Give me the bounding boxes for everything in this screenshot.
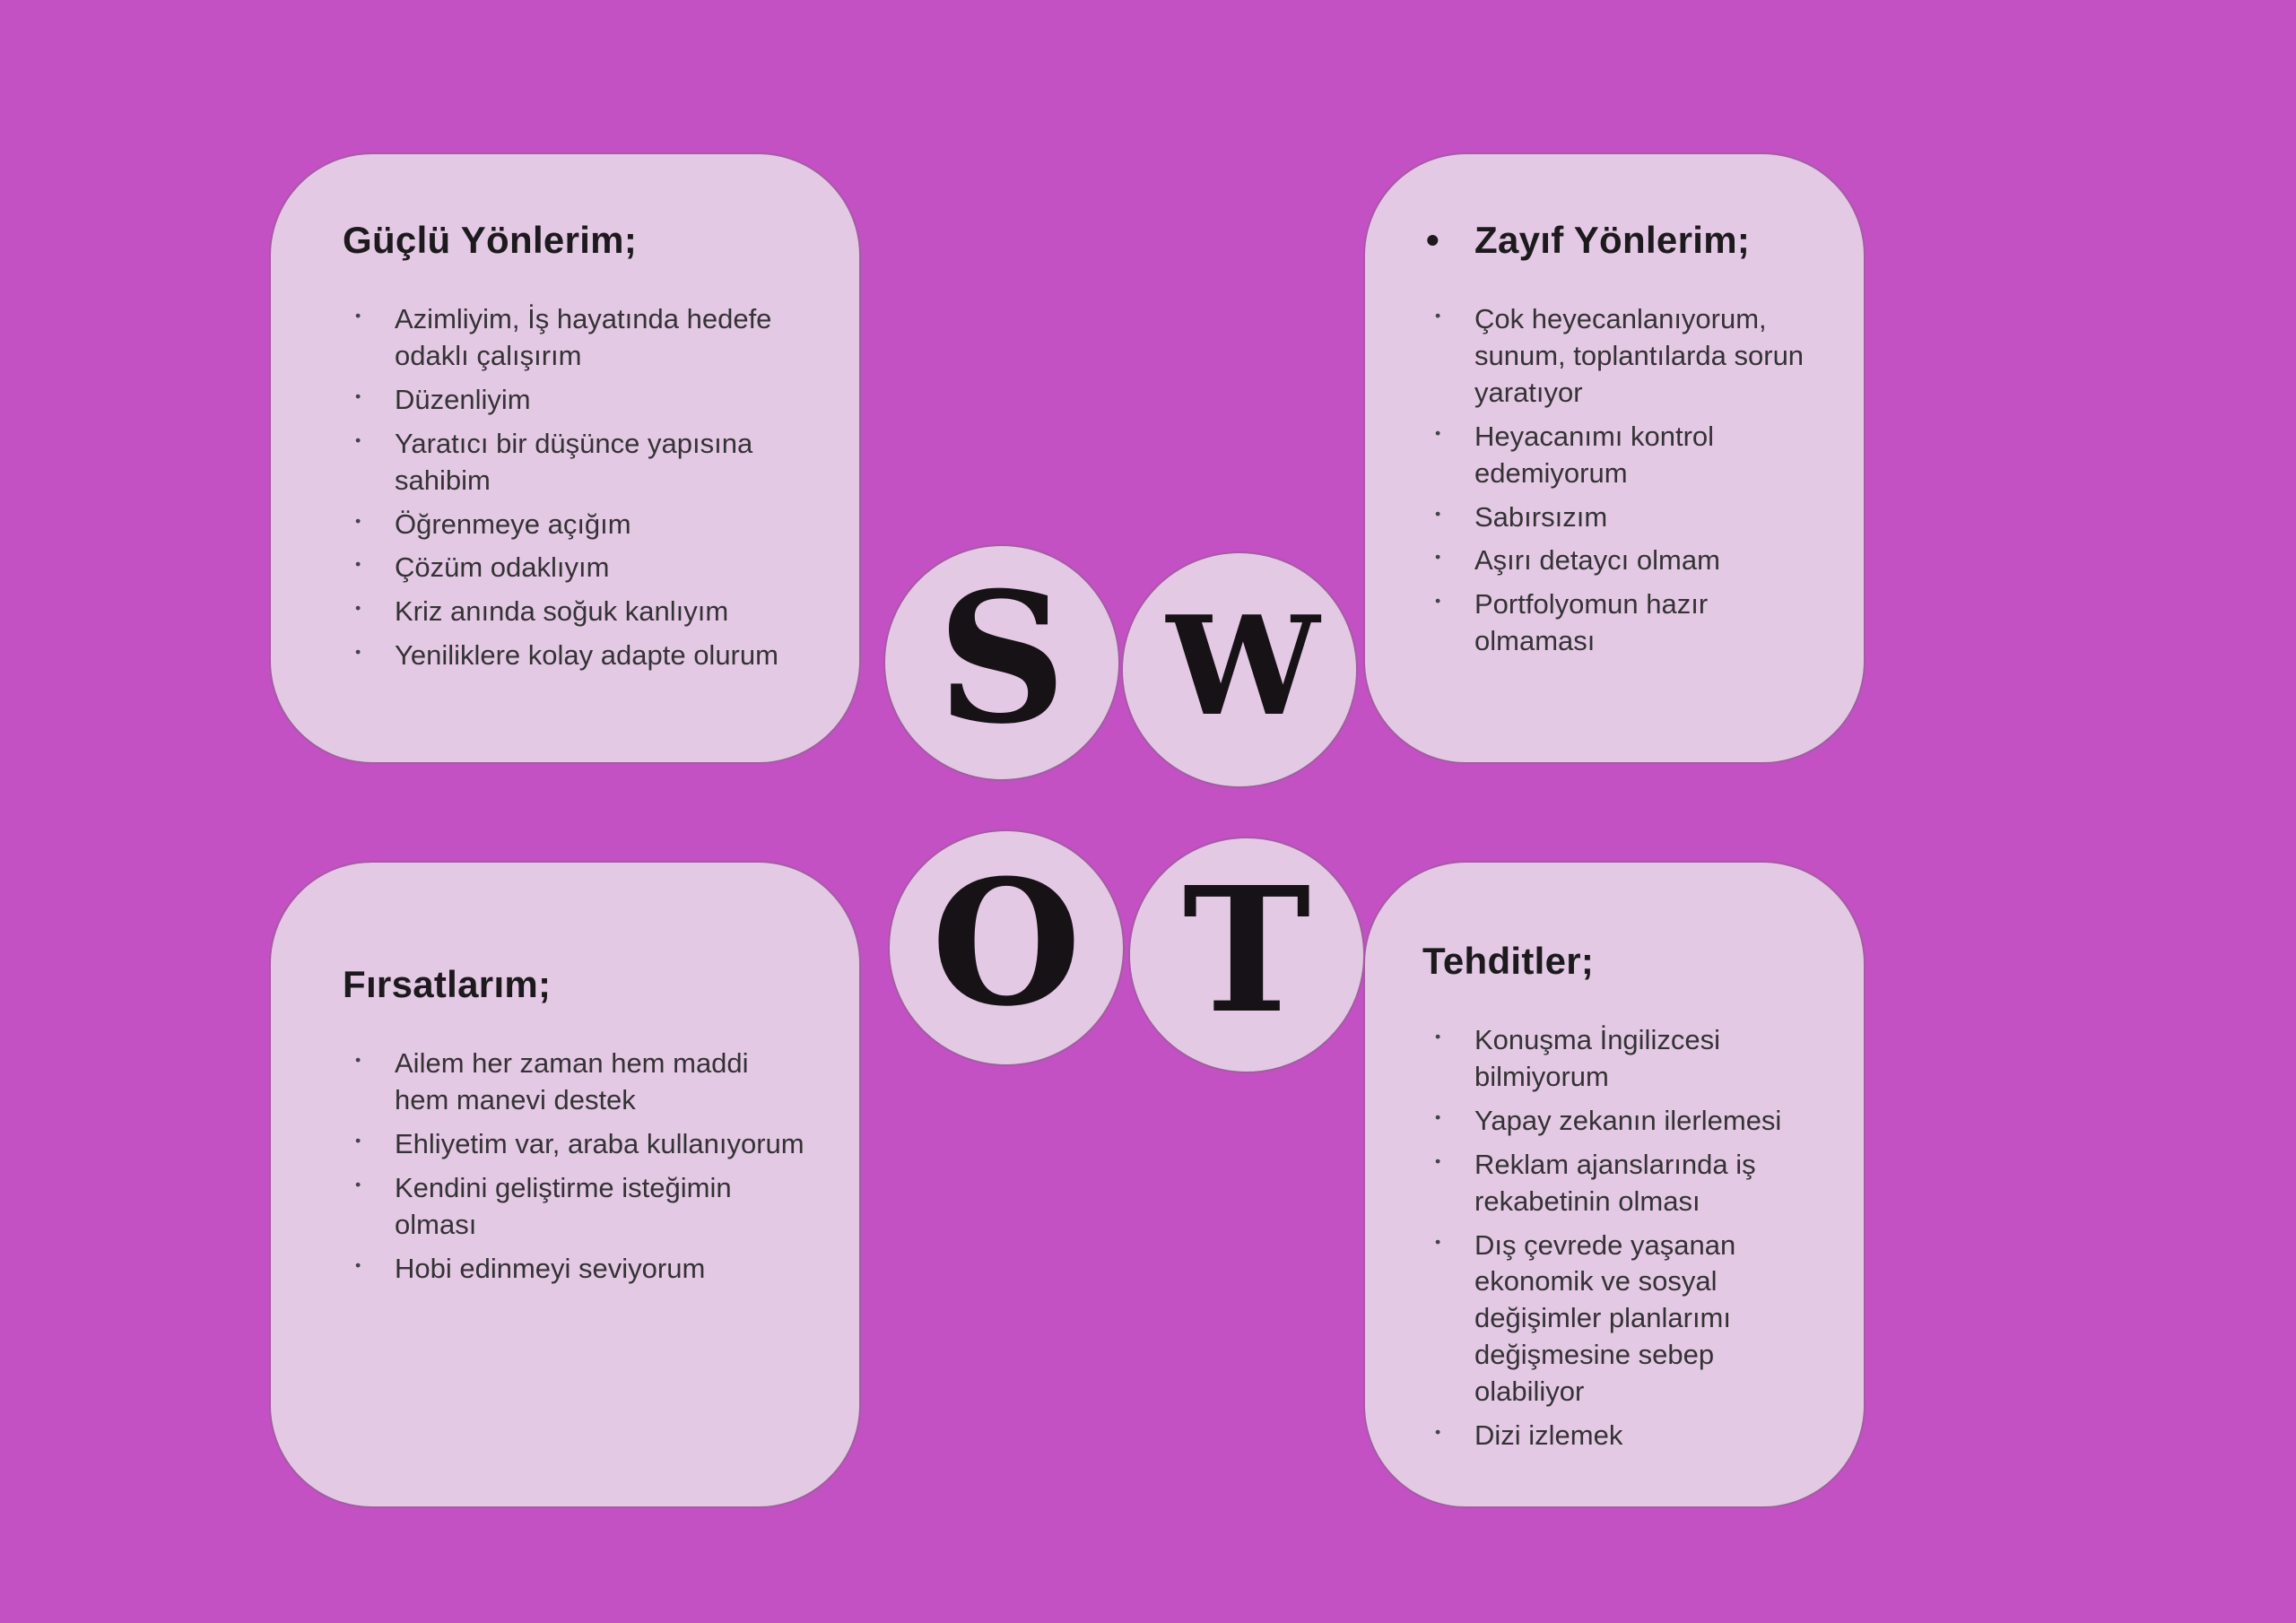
w-letter: W [1166,586,1320,746]
o-circle: O [888,829,1125,1066]
opportunities-card: Fırsatlarım; Ailem her zaman hem maddi h… [269,861,861,1508]
list-item: Çok heyecanlanıyorum, sunum, toplantılar… [1422,301,1822,412]
opportunities-list: Ailem her zaman hem maddi hem manevi des… [343,1046,807,1287]
list-item: Düzenliyim [343,382,807,419]
s-circle: S [883,544,1120,781]
list-item: Dış çevrede yaşanan ekonomik ve sosyal d… [1422,1228,1822,1411]
weaknesses-card: Zayıf Yönlerim; Çok heyecanlanıyorum, su… [1363,152,1866,764]
list-item: Dizi izlemek [1422,1418,1822,1454]
w-circle: W [1121,551,1358,788]
weaknesses-title: Zayıf Yönlerim; [1422,219,1822,262]
t-circle: T [1128,837,1365,1073]
threats-list: Konuşma İngilizcesi bilmiyorum Yapay zek… [1422,1022,1822,1454]
list-item: Kriz anında soğuk kanlıyım [343,594,807,630]
list-item: Ailem her zaman hem maddi hem manevi des… [343,1046,807,1119]
list-item: Reklam ajanslarında iş rekabetinin olmas… [1422,1147,1822,1220]
weaknesses-list: Çok heyecanlanıyorum, sunum, toplantılar… [1422,301,1822,660]
list-item: Yaratıcı bir düşünce yapısına sahibim [343,426,807,499]
s-letter: S [936,553,1067,764]
list-item: Yeniliklere kolay adapte olurum [343,638,807,674]
list-item: Aşırı detaycı olmam [1422,542,1822,579]
strengths-card: Güçlü Yönlerim; Azimliyim, İş hayatında … [269,152,861,764]
list-item: Heyacanımı kontrol edemiyorum [1422,419,1822,492]
threats-title: Tehditler; [1422,940,1595,982]
o-letter: O [931,843,1082,1045]
threats-card: Tehditler; Konuşma İngilizcesi bilmiyoru… [1363,861,1866,1508]
list-item: Azimliyim, İş hayatında hedefe odaklı ça… [343,301,807,375]
list-item: Hobi edinmeyi seviyorum [343,1251,807,1288]
list-item: Sabırsızım [1422,499,1822,536]
list-item: Kendini geliştirme isteğimin olması [343,1170,807,1244]
list-item: Konuşma İngilizcesi bilmiyorum [1422,1022,1822,1096]
list-item: Öğrenmeye açığım [343,507,807,543]
list-item: Ehliyetim var, araba kullanıyorum [343,1126,807,1163]
t-letter: T [1182,850,1311,1052]
strengths-title: Güçlü Yönlerim; [343,219,638,261]
list-item: Portfolyomun hazır olmaması [1422,586,1822,660]
list-item: Çözüm odaklıyım [343,550,807,586]
strengths-list: Azimliyim, İş hayatında hedefe odaklı ça… [343,301,807,674]
list-item: Yapay zekanın ilerlemesi [1422,1103,1822,1140]
opportunities-title: Fırsatlarım; [343,963,552,1005]
